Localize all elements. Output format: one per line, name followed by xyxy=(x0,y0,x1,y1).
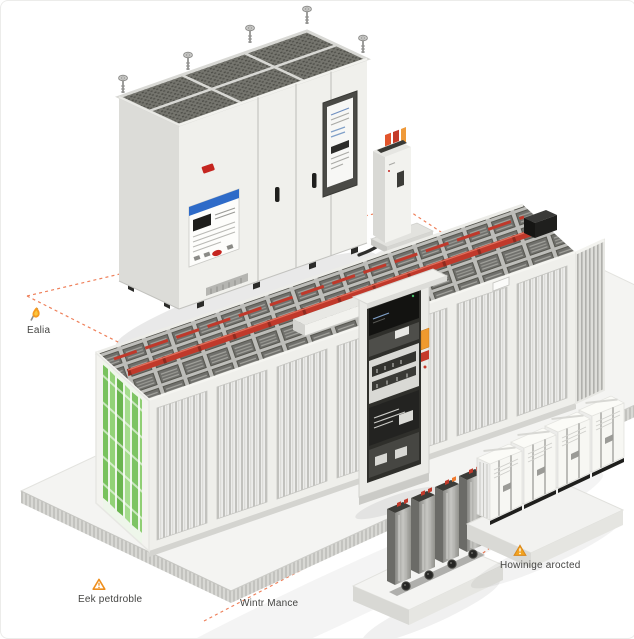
brand-logo xyxy=(201,163,215,174)
callout-label: Eek petdroble xyxy=(78,594,143,605)
door-handle xyxy=(312,173,317,188)
callout-label: Howinige arocted xyxy=(500,560,581,571)
bottom-vent-grille xyxy=(206,273,248,296)
crate-pallet xyxy=(465,395,625,589)
warning-triangle-icon xyxy=(513,544,527,556)
red-busbar xyxy=(113,215,540,376)
packed-crates xyxy=(476,395,625,525)
column-screen xyxy=(369,291,419,336)
callout-label: Wintr Mance xyxy=(240,598,299,609)
callout-howinige-arocted: Howinige arocted xyxy=(500,544,580,571)
terminal-knobs xyxy=(401,549,478,591)
warning-sticker xyxy=(420,327,430,351)
callout-eek-petdroble: Eek petdroble xyxy=(78,578,142,605)
callout-ealia: Ealia xyxy=(27,305,50,336)
flame-icon xyxy=(30,307,40,321)
nameplate-sticker xyxy=(188,188,240,268)
pcs-cabinet xyxy=(115,5,377,351)
rack-label xyxy=(492,276,510,292)
rack-control-column xyxy=(293,268,449,520)
door-handle xyxy=(275,187,280,202)
pedestal-handle-slot xyxy=(397,170,404,188)
callout-wintr-mance: Wintr Mance xyxy=(240,599,298,609)
junction-box xyxy=(524,210,557,238)
warning-triangle-icon xyxy=(92,578,106,590)
cabinet-display-screen xyxy=(322,90,358,198)
callout-label: Ealia xyxy=(27,325,51,336)
battery-cells-end-face xyxy=(95,351,150,553)
rack-end-cap xyxy=(575,238,605,405)
